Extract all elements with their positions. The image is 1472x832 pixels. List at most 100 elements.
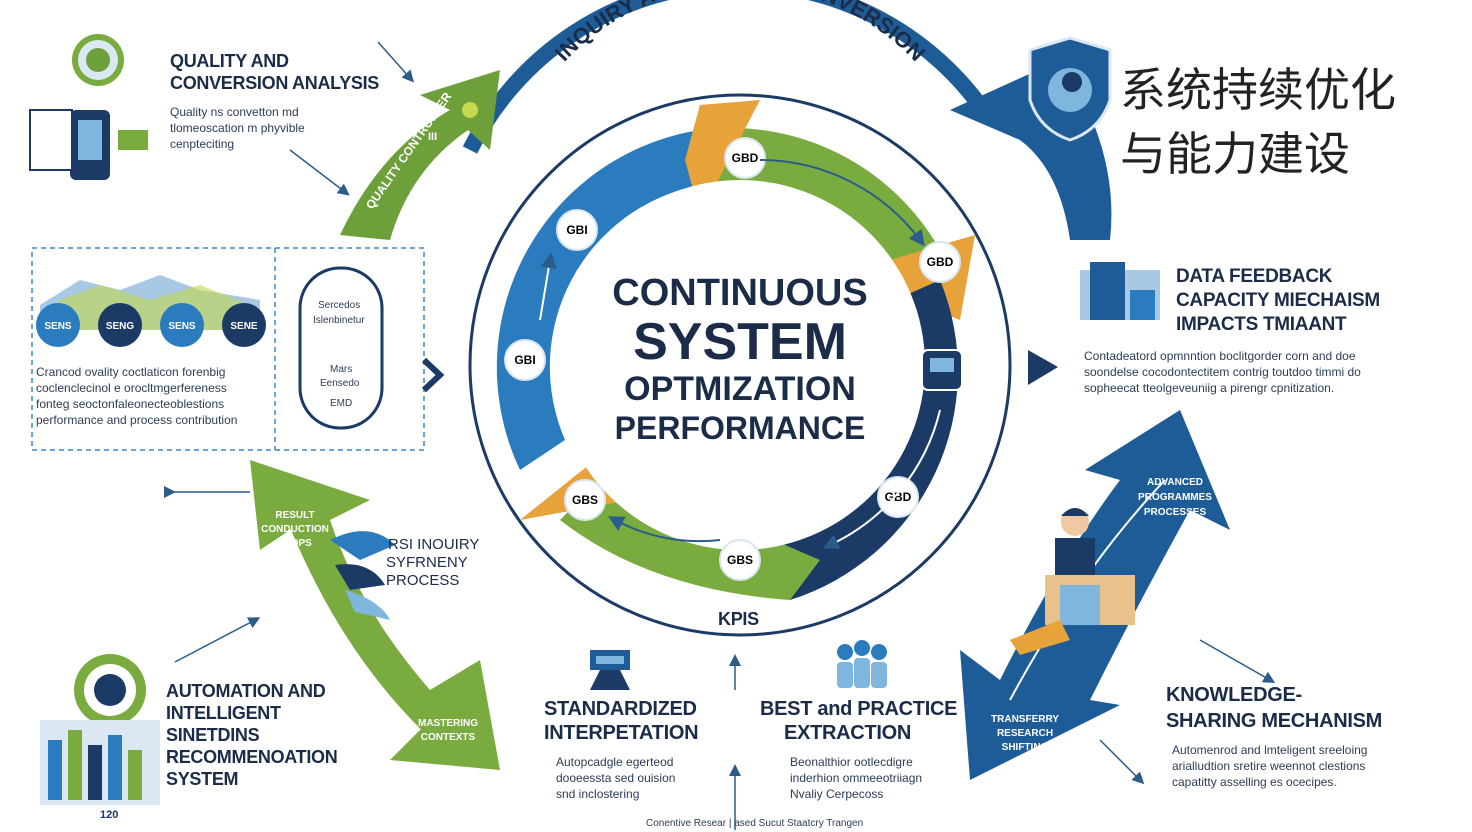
data-feedback-text-2: soondelse cocodontectitem contrig toutdo… (1084, 365, 1361, 379)
automation-title-1: AUTOMATION AND (166, 681, 326, 701)
ring-inner-white (555, 180, 925, 550)
knowledge-text-3: capatitty asselling es ocecipes. (1172, 775, 1337, 789)
ring-badge-label: GBS (572, 493, 598, 507)
center-line2: SYSTEM (633, 313, 847, 371)
green-left-arrow (250, 460, 500, 770)
people-group-icon (837, 640, 887, 688)
person-desk-icon (1010, 508, 1135, 655)
green-bottom-arrow-text-1: MASTERING (418, 718, 478, 729)
quality-text-2: tlomeoscation m phyvible (170, 121, 305, 135)
left-panel-text-2: coclenclecinol e orocltmgerfereness (36, 381, 227, 395)
ring-badge-4: GBI (504, 339, 546, 381)
quality-title-2: CONVERSION ANALYSIS (170, 73, 380, 93)
best-practice-text-2: inderhion ommeeotriiagn (790, 771, 923, 785)
data-feedback-title-3: IMPACTS TMIAANT (1176, 314, 1347, 335)
ring-badge-label: GBD (927, 255, 954, 269)
left-pill-5: EMD (330, 398, 353, 409)
left-panel-pill (298, 266, 384, 430)
blue-bottom-arrow-text-1: TRANSFERRY (991, 714, 1059, 725)
standardized-monitor-icon (590, 650, 630, 690)
knowledge-text-2: arialludtion sretire weennot clestions (1172, 759, 1366, 773)
green-bottom-arrow-text-2: CONTEXTS (421, 732, 476, 743)
standardized-text-1: Autopcadgle egerteod (556, 755, 674, 769)
page-title-cn: 系统持续优化 与能力建设 (1120, 58, 1396, 186)
quality-globe-icon (29, 34, 148, 180)
process-fan-icon (330, 531, 395, 620)
green-top-arrow-small-text: III (428, 131, 437, 143)
ring-badge-label: GBS (727, 553, 753, 567)
left-pill-1: Sercedos (318, 300, 361, 311)
outer-top-arc (462, 0, 997, 154)
best-practice-title-2: EXTRACTION (784, 722, 912, 744)
left-panel-badge-label: SENE (230, 321, 258, 332)
best-practice-text-1: Beonalthior ootlecdigre (790, 755, 913, 769)
ring-badge-3: GBI (556, 209, 598, 251)
left-panel-badge-1: SENS (36, 303, 80, 347)
left-panel-text-4: performance and process contribution (36, 413, 238, 427)
standardized-text-2: dooeessta sed ouision (556, 771, 676, 785)
right-chevron (1028, 350, 1058, 385)
data-feedback-title-2: CAPACITY MIECHAISM (1176, 290, 1380, 311)
blue-bottom-arrow-text-2: RESEARCH (997, 728, 1053, 739)
standardized-title-2: INTERPETATION (544, 722, 699, 744)
blue-right-arrow-text-3: PROCESSES (1144, 507, 1207, 518)
kpis-label: KPIS (718, 609, 759, 629)
building-icon (1080, 262, 1160, 320)
inquiry-process-title-1: RSI INOUIRY (388, 536, 480, 553)
quality-text-1: Quality ns convetton md (170, 105, 299, 119)
automation-title-5: SYSTEM (166, 769, 239, 789)
left-pill-3: Mars (330, 364, 353, 375)
left-panel-badge-4: SENE (222, 303, 266, 347)
blue-right-arrow-text-2: PROGRAMMES (1138, 492, 1212, 503)
automation-title-4: RECOMMENOATION (166, 747, 338, 767)
green-left-arrow-text-2: CONDUCTION (261, 524, 329, 535)
data-feedback-text-3: sopheecat tteolgeveuniig a pirengr cpnit… (1084, 381, 1335, 395)
standardized-text-3: snd inclostering (556, 787, 640, 801)
best-practice-title-1: BEST and PRACTICE (760, 698, 958, 720)
blue-bottom-arrow-text-3: SHIFTING (1002, 742, 1049, 753)
data-feedback-title-1: DATA FEEDBACK (1176, 266, 1333, 287)
blue-right-arrow-text-1: ADVANCED (1147, 477, 1203, 488)
knowledge-title-2: SHARING MECHANISM (1166, 710, 1383, 732)
center-ring-outer (468, 93, 1012, 637)
green-top-arrow (340, 70, 500, 240)
standardized-title-1: STANDARDIZED (544, 698, 697, 720)
monitor-icon (921, 349, 963, 391)
ring-badge-1: GBD (724, 137, 766, 179)
ring-badge-2: GBD (919, 241, 961, 283)
automation-title-2: INTELLIGENT (166, 703, 281, 723)
ring-blue-segment (496, 130, 700, 470)
inquiry-process-title-3: PROCESS (386, 572, 460, 589)
ring-badge-label: GBI (566, 223, 587, 237)
ring-badge-6: GBS (564, 479, 606, 521)
automation-title-3: SINETDINS (166, 725, 260, 745)
quality-text-3: cenpteciting (170, 137, 235, 151)
automation-icon (40, 654, 160, 805)
inquiry-process-title-2: SYFRNENY (386, 554, 468, 571)
ring-badge-7: GBS (719, 539, 761, 581)
left-panel-badge-label: SENG (106, 321, 135, 332)
green-left-arrow-text-1: RESULT (275, 510, 314, 521)
arc-title-text: INQUIRY ACQUISITION CONVERSION (550, 0, 930, 66)
left-panel-badge-2: SENG (98, 303, 142, 347)
green-left-arrow-text-3: STOPS (278, 538, 312, 549)
quality-title-1: QUALITY AND (170, 51, 289, 71)
knowledge-title-1: KNOWLEDGE- (1166, 684, 1302, 706)
arc-title: INQUIRY ACQUISITION CONVERSION (550, 0, 930, 66)
best-practice-text-3: Nvaliy Cerpecoss (790, 787, 884, 801)
ring-badge-label: GBI (514, 353, 535, 367)
knowledge-text-1: Automenrod and lmteligent sreeloing (1172, 743, 1368, 757)
ring-badge-5: GBD (877, 476, 919, 518)
data-feedback-text-1: Contadeatord opmnntion boclitgorder corn… (1084, 349, 1356, 363)
left-panel-text-1: Crancod ovality coctlaticon forenbig (36, 365, 226, 379)
left-panel-badge-label: SENS (44, 321, 72, 332)
left-panel-text-3: fonteg seoctonfaleonecteoblestions (36, 397, 225, 411)
shield-icon (1028, 36, 1112, 142)
page-title-cn-line1: 系统持续优化 (1120, 63, 1396, 117)
left-panel-badge-3: SENS (160, 303, 204, 347)
center-line4: PERFORMANCE (614, 410, 866, 446)
left-pill-2: Islenbinetur (313, 315, 365, 326)
ring-badge-label: GBD (732, 151, 759, 165)
footer-caption: Conentive Resear | ased Sucut Staatcry T… (646, 818, 864, 829)
